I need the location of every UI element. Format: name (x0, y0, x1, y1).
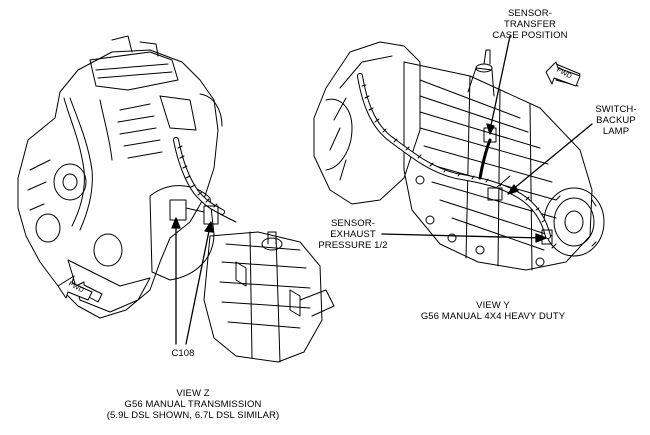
engine-assembly-left (17, 35, 335, 363)
callout-line: CASE POSITION (492, 30, 568, 41)
callout-line: PRESSURE 1/2 (318, 240, 388, 251)
callout-c108: C108 (166, 348, 200, 359)
callout-line: C108 (171, 348, 195, 359)
caption-view-z: VIEW Z G56 MANUAL TRANSMISSION (5.9L DSL… (98, 388, 288, 421)
callout-sensor-transfer-case: SENSOR- TRANSFER CASE POSITION (490, 8, 570, 41)
caption-line: G56 MANUAL TRANSMISSION (124, 399, 262, 410)
callout-line: LAMP (602, 126, 630, 137)
callout-line: SENSOR- (331, 218, 375, 229)
callout-sensor-exhaust-pressure: SENSOR- EXHAUST PRESSURE 1/2 (318, 218, 388, 251)
callout-line: TRANSFER (504, 19, 556, 30)
caption-line: (5.9L DSL SHOWN, 6.7L DSL SIMILAR) (106, 410, 280, 421)
callout-line: EXHAUST (330, 229, 376, 240)
callout-line: BACKUP (596, 115, 636, 126)
callout-line: SENSOR- (508, 8, 552, 19)
caption-line: G56 MANUAL 4X4 HEAVY DUTY (420, 311, 566, 322)
leader-lines (171, 35, 593, 345)
callout-switch-backup-lamp: SWITCH- BACKUP LAMP (586, 104, 646, 137)
callout-line: SWITCH- (595, 104, 637, 115)
caption-line: VIEW Z (176, 388, 210, 399)
fwd-arrow-right (545, 61, 581, 87)
caption-view-y: VIEW Y G56 MANUAL 4X4 HEAVY DUTY (418, 300, 568, 322)
fwd-arrow-left (57, 275, 103, 303)
caption-line: VIEW Y (476, 300, 510, 311)
